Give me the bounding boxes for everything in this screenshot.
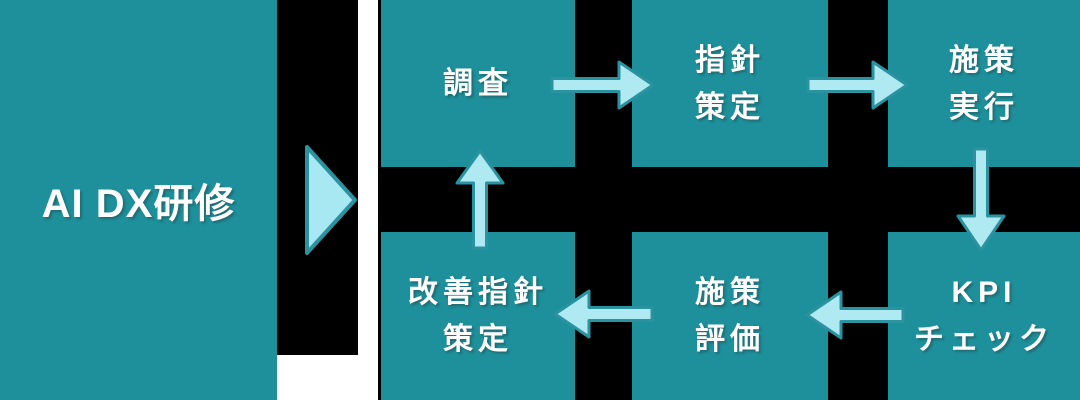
- box-label-line: 策定: [443, 323, 513, 356]
- box-label-line: 調査: [443, 67, 513, 100]
- box-label-line: 実行: [949, 90, 1019, 124]
- box-label-line: 改善指針: [408, 276, 548, 309]
- intro-box-label: AI DX研修: [41, 182, 236, 226]
- intro-box: AI DX研修: [0, 0, 277, 400]
- arrow-right-icon: [806, 60, 909, 110]
- cycle-box-guideline: 指針 策定: [632, 0, 828, 167]
- box-label-line: 評価: [695, 323, 765, 356]
- arrow-down-icon: [956, 147, 1006, 252]
- box-label-line: 策定: [695, 90, 765, 124]
- arrow-left-icon: [553, 289, 654, 339]
- cycle-box-improve: 改善指針 策定: [381, 232, 575, 400]
- box-label-line: 指針: [695, 43, 765, 77]
- box-label-line: KPI: [951, 276, 1017, 309]
- white-divider-strip: [358, 0, 378, 400]
- cycle-box-kpi: KPI チェック: [888, 232, 1080, 400]
- arrow-left-icon: [805, 290, 905, 340]
- cycle-box-execute: 施策 実行: [888, 0, 1080, 167]
- transition-triangle-icon: [305, 145, 357, 255]
- white-bottom-area: [277, 355, 358, 400]
- box-label-line: 施策: [949, 43, 1019, 77]
- cycle-box-survey: 調査: [381, 0, 575, 167]
- box-label-line: チェック: [914, 323, 1054, 356]
- cycle-box-evaluate: 施策 評価: [632, 232, 828, 400]
- arrow-up-icon: [455, 149, 505, 250]
- box-label-line: 施策: [695, 276, 765, 309]
- arrow-right-icon: [550, 60, 655, 110]
